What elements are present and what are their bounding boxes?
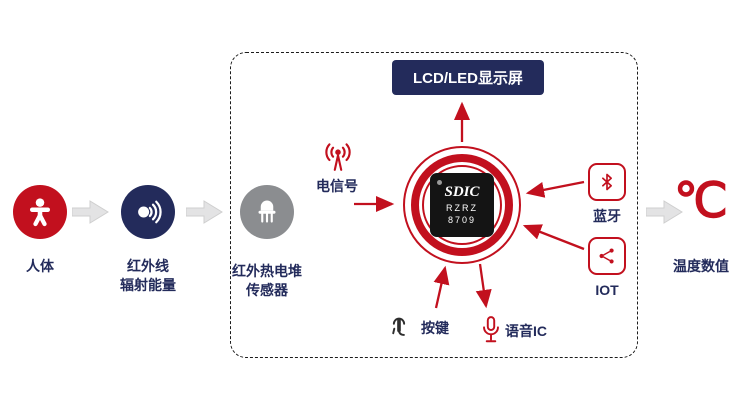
person-icon (30, 198, 50, 227)
voice-label: 语音IC (505, 323, 547, 339)
temperature-symbol: ℃ (674, 175, 728, 228)
flow-arrow-icon (72, 200, 109, 224)
human-node (13, 185, 67, 239)
sensor-label-line2: 传感器 (246, 282, 288, 298)
bluetooth-node (588, 163, 626, 201)
bluetooth-label: 蓝牙 (593, 208, 621, 224)
bluetooth-icon (602, 173, 612, 191)
sensor-label-line1: 红外热电堆 (232, 263, 302, 279)
display-node: LCD/LED显示屏 (392, 60, 544, 95)
human-label: 人体 (26, 258, 54, 274)
touch-key-icon (392, 317, 406, 336)
flow-arrow-icon (646, 200, 683, 224)
chip-code-line1: RZRZ (446, 203, 478, 213)
chip-pin1-dot (437, 180, 442, 185)
iot-node (588, 237, 626, 275)
infrared-label-line1: 红外线 (127, 258, 169, 274)
infrared-label-line2: 辐射能量 (120, 277, 176, 293)
result-label: 温度数值 (673, 258, 729, 274)
chip-ring: SDIC RZRZ 8709 (403, 146, 521, 264)
iot-label: IOT (595, 282, 619, 298)
signal-broadcast-icon (325, 143, 351, 171)
keys-label: 按键 (421, 320, 449, 336)
infrared-node (121, 185, 175, 239)
flow-arrow-icon (186, 200, 223, 224)
iot-network-icon (599, 248, 614, 264)
sensor-node (240, 185, 294, 239)
microphone-icon (483, 316, 499, 343)
signal-label: 电信号 (316, 178, 358, 194)
sensor-label: 红外热电堆 传感器 (216, 262, 318, 300)
infrared-label: 红外线 辐射能量 (100, 257, 196, 295)
radiation-face-icon (138, 200, 162, 224)
thermopile-sensor-icon (258, 200, 276, 223)
chip-brand: SDIC (444, 184, 480, 200)
system-boundary (230, 52, 638, 358)
sdic-chip: SDIC RZRZ 8709 (430, 173, 494, 237)
chip-code-line2: 8709 (447, 215, 477, 225)
